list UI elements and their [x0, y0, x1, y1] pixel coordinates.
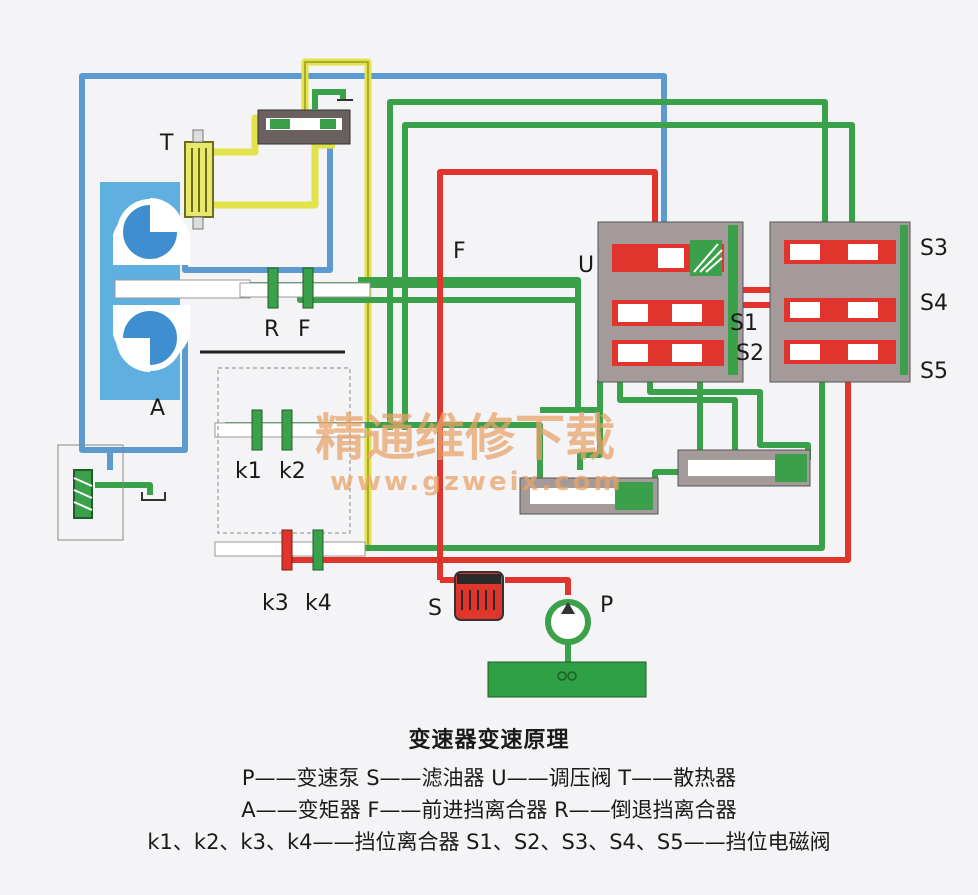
oil-sump [487, 661, 647, 698]
accumulator [57, 444, 166, 541]
label-k2: k2 [279, 459, 306, 484]
label-k3: k3 [262, 591, 289, 616]
caption: 变速器变速原理 P——变速泵 S——滤油器 U——调压阀 T——散热器 A——变… [0, 722, 978, 858]
bypass-valve [257, 89, 353, 145]
label-P: P [600, 593, 613, 618]
label-R: R [264, 317, 279, 342]
label-A: A [150, 396, 165, 421]
caption-line-2: A——变矩器 F——前进挡离合器 R——倒退挡离合器 [241, 798, 737, 822]
label-S4: S4 [920, 291, 948, 316]
label-S3: S3 [920, 236, 948, 261]
label-S1: S1 [730, 311, 758, 336]
label-U: U [578, 253, 594, 278]
oil-cooler [184, 129, 214, 230]
label-S5: S5 [920, 359, 948, 384]
transmission-pump [545, 599, 591, 665]
watermark-cn: 精通维修下载 [315, 409, 615, 467]
clutch-packs [251, 267, 324, 571]
caption-line-3: k1、k2、k3、k4——挡位离合器 S1、S2、S3、S4、S5——挡位电磁阀 [147, 830, 831, 854]
label-T: T [159, 131, 174, 156]
torque-converter [100, 182, 345, 400]
lower-spool-valve-right [677, 449, 811, 487]
caption-line-1: P——变速泵 S——滤油器 U——调压阀 T——散热器 [241, 766, 737, 790]
label-S: S [428, 596, 442, 621]
label-F: F [298, 317, 311, 342]
pressure-oil-lines [270, 169, 851, 595]
oil-filter [454, 571, 504, 621]
lower-spool-valve-left [519, 477, 659, 515]
label-k1: k1 [235, 459, 262, 484]
label-F-line: F [453, 239, 466, 264]
solenoid-valve-block [769, 221, 911, 383]
watermark-url: www.gzweix.com [330, 467, 624, 497]
caption-title: 变速器变速原理 [408, 728, 570, 753]
control-oil-lines [79, 99, 855, 555]
label-k4: k4 [305, 591, 332, 616]
label-S2: S2 [736, 341, 764, 366]
transmission-hydraulic-diagram: T U F A R F k1 k2 k3 k4 S P S1 S2 S3 S4 … [57, 58, 948, 698]
regulator-valve-block [597, 221, 744, 383]
